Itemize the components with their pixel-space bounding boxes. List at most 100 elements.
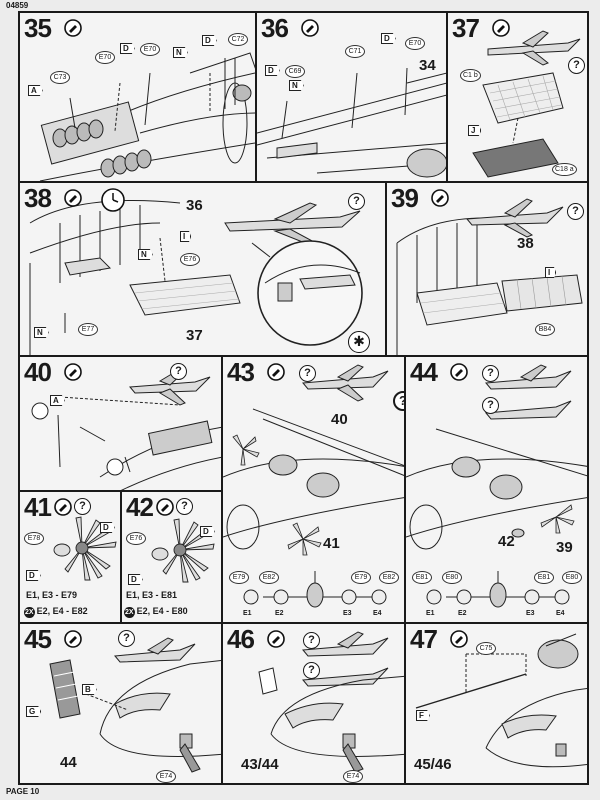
step-icons bbox=[301, 19, 319, 37]
step-44-panel: 44 ? ? 42 39 E81 E80 E81 E80 E1 E2 E3 E4 bbox=[404, 355, 589, 624]
prop-assignment-text: E2, E4 - E82 bbox=[36, 606, 88, 616]
assembly-ref: 39 bbox=[556, 539, 573, 556]
step-number: 37 bbox=[452, 13, 480, 43]
help-icon: ? bbox=[170, 363, 187, 380]
assembly-ref: 38 bbox=[517, 235, 534, 252]
assembly-ref: 37 bbox=[186, 327, 203, 344]
help-icon: ? bbox=[348, 193, 365, 210]
glue-icon bbox=[450, 363, 468, 381]
help-icon: ? bbox=[303, 632, 320, 649]
assembly-ref: 45/46 bbox=[414, 756, 452, 773]
step-number: 35 bbox=[24, 13, 52, 43]
prop-label: E81 bbox=[412, 571, 432, 584]
part-label: C69 bbox=[285, 65, 305, 78]
step-44-illustration bbox=[406, 364, 587, 608]
paint-tag: D bbox=[381, 33, 396, 44]
step-number: 41 bbox=[24, 492, 52, 522]
step-icons bbox=[64, 363, 82, 381]
step-icons bbox=[431, 189, 449, 207]
step-45-panel: 45 ? B G 44 E74 bbox=[18, 622, 223, 785]
glue-icon bbox=[64, 630, 82, 648]
step-43-illustration bbox=[223, 364, 404, 608]
page-number: PAGE 10 bbox=[6, 787, 40, 796]
step-icons bbox=[64, 189, 82, 207]
engine-label: E2 bbox=[458, 610, 467, 617]
help-icon: ? bbox=[482, 365, 499, 382]
prop-label: E80 bbox=[562, 571, 582, 584]
paint-tag: N bbox=[138, 249, 153, 260]
help-icon: ? bbox=[176, 498, 193, 515]
paint-tag: N bbox=[289, 80, 304, 91]
paint-tag: I bbox=[180, 231, 192, 242]
paint-tag: D bbox=[265, 65, 280, 76]
engine-label: E3 bbox=[526, 610, 535, 617]
part-label: C75 bbox=[476, 642, 496, 655]
help-icon: ? bbox=[567, 203, 584, 220]
step-icons: ? bbox=[156, 498, 193, 516]
step-number: 40 bbox=[24, 357, 52, 387]
engine-label: E4 bbox=[373, 610, 382, 617]
prop-label: E82 bbox=[379, 571, 399, 584]
assembly-ref: 34 bbox=[419, 57, 436, 74]
step-number: 47 bbox=[410, 624, 438, 654]
glue-icon bbox=[492, 19, 510, 37]
multiplier-badge: 2X bbox=[124, 607, 135, 618]
prop-label: E80 bbox=[442, 571, 462, 584]
assembly-ref: 43/44 bbox=[241, 756, 279, 773]
step-icons bbox=[64, 630, 82, 648]
engine-label: E1 bbox=[426, 610, 435, 617]
paint-tag: G bbox=[26, 706, 42, 717]
step-46-illustration bbox=[258, 631, 404, 773]
assembly-ref: 40 bbox=[331, 411, 348, 428]
glue-icon bbox=[64, 189, 82, 207]
step-46-panel: 46 ? ? 43/44 E74 bbox=[221, 622, 406, 785]
step-36-panel: 36 C71 E70 C69 D D N 34 bbox=[255, 11, 448, 183]
glue-icon bbox=[267, 363, 285, 381]
step-37-panel: 37 ? C1 b C18 a J bbox=[446, 11, 589, 183]
help-icon: ? bbox=[303, 662, 320, 679]
engine-label: E2 bbox=[275, 610, 284, 617]
help-icon: ? bbox=[568, 57, 585, 74]
help-icon: ? bbox=[482, 397, 499, 414]
paint-tag: A bbox=[28, 85, 43, 96]
paint-tag: J bbox=[468, 125, 482, 136]
paint-tag: D bbox=[26, 570, 41, 581]
step-icons bbox=[450, 363, 468, 381]
step-icons bbox=[267, 630, 285, 648]
paint-tag: D bbox=[202, 35, 217, 46]
step-number: 43 bbox=[227, 357, 255, 387]
glue-icon bbox=[64, 363, 82, 381]
step-37-illustration bbox=[472, 30, 581, 178]
paint-tag: A bbox=[50, 395, 65, 406]
assembly-ref: 41 bbox=[323, 535, 340, 552]
step-40-panel: 40 ? A bbox=[18, 355, 223, 492]
part-label: E78 bbox=[24, 532, 44, 545]
engine-label: E1 bbox=[243, 610, 252, 617]
step-icons bbox=[64, 19, 82, 37]
glue-icon bbox=[64, 19, 82, 37]
part-label: C72 bbox=[228, 33, 248, 46]
help-icon: ? bbox=[299, 365, 316, 382]
glue-icon bbox=[431, 189, 449, 207]
step-47-panel: 47 C75 F 45/46 bbox=[404, 622, 589, 785]
paint-tag: N bbox=[34, 327, 49, 338]
step-icons bbox=[492, 19, 510, 37]
prop-label: E81 bbox=[534, 571, 554, 584]
step-47-illustration bbox=[415, 633, 587, 768]
paint-tag: D bbox=[120, 43, 135, 54]
prop-label: E79 bbox=[351, 571, 371, 584]
step-number: 38 bbox=[24, 183, 52, 213]
glue-icon bbox=[301, 19, 319, 37]
step-39-panel: 39 ? 38 I B84 bbox=[385, 181, 589, 357]
prop-label: E79 bbox=[229, 571, 249, 584]
glue-icon bbox=[267, 630, 285, 648]
part-label: C1 b bbox=[460, 69, 481, 82]
paint-tag: D bbox=[200, 526, 215, 537]
step-icons bbox=[450, 630, 468, 648]
part-label: E74 bbox=[156, 770, 176, 783]
part-label: E76 bbox=[126, 532, 146, 545]
paint-tag: D bbox=[128, 574, 143, 585]
